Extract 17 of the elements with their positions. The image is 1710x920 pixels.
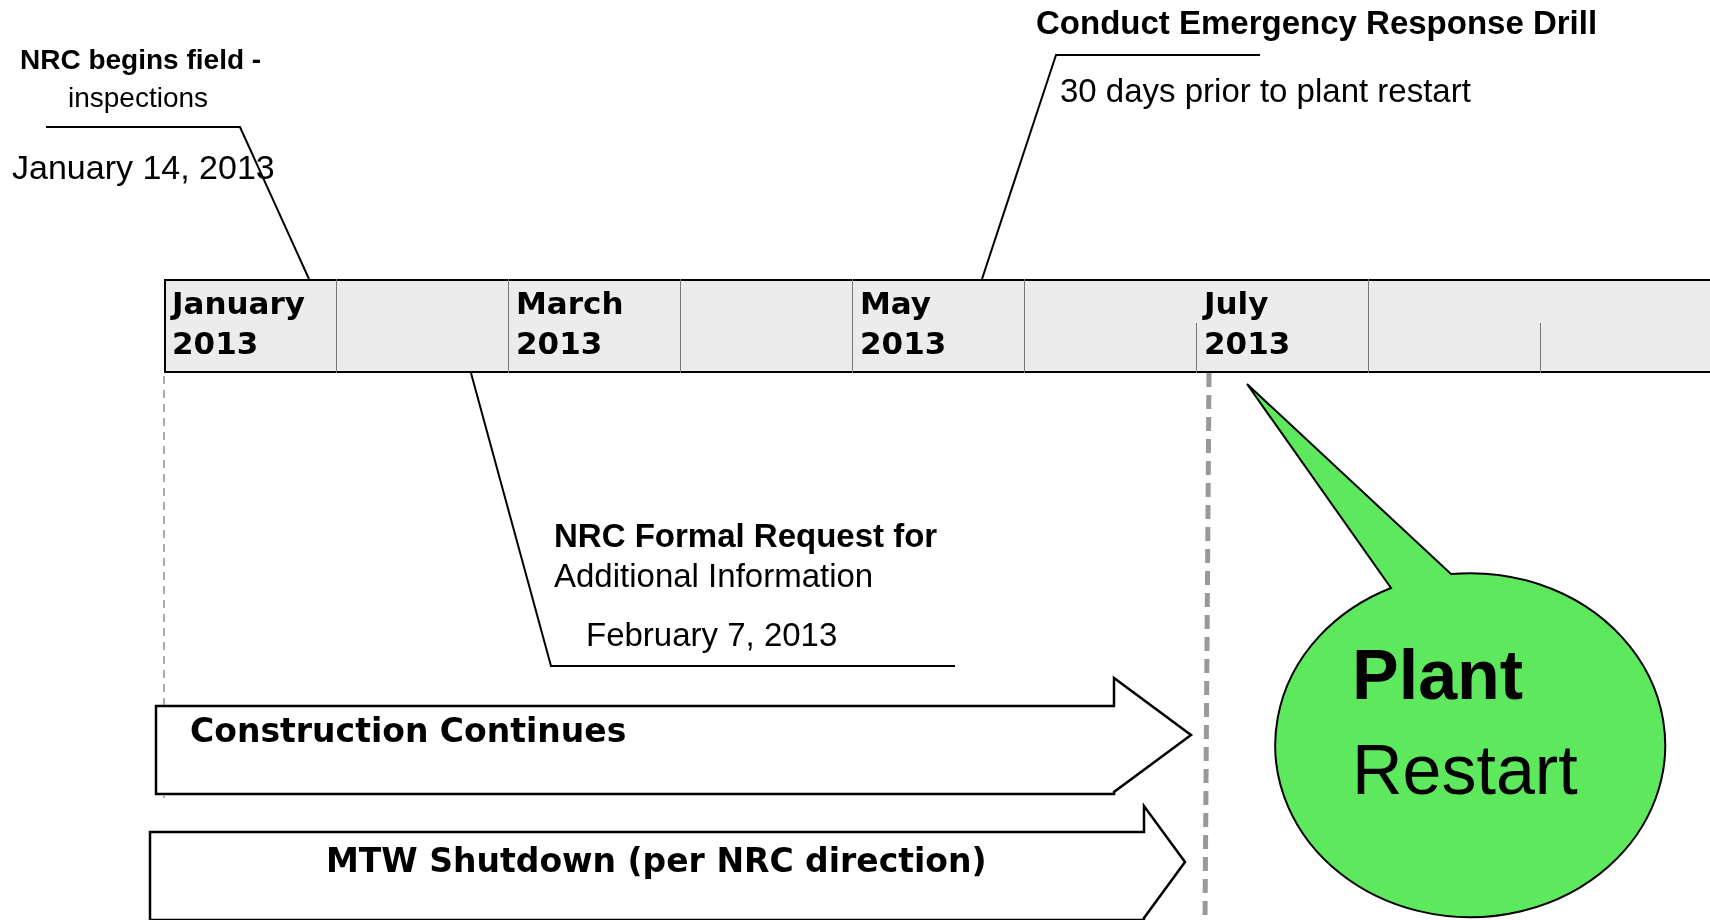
month-label: July 2013 [1204, 284, 1292, 364]
bubble-text: Plant [1352, 635, 1524, 716]
leader-line [981, 54, 1261, 280]
arrow-label: Construction Continues [190, 712, 627, 750]
month-label: March 2013 [516, 284, 625, 364]
callout-text: inspections [68, 82, 209, 115]
arrow-label: MTW Shutdown (per NRC direction) [326, 842, 987, 880]
leader-line [45, 126, 310, 280]
callout-text: NRC begins field - [20, 44, 262, 77]
callout-text: February 7, 2013 [586, 616, 838, 654]
bubble-text: Restart [1352, 730, 1578, 811]
month-label: January 2013 [172, 284, 306, 364]
callout-text: NRC Formal Request for Additional Information [554, 516, 939, 596]
leader-line [470, 372, 956, 667]
callout-text: 30 days prior to plant restart [1060, 72, 1471, 110]
month-label: May 2013 [860, 284, 948, 364]
callout-text: Conduct Emergency Response Drill [1036, 4, 1598, 42]
